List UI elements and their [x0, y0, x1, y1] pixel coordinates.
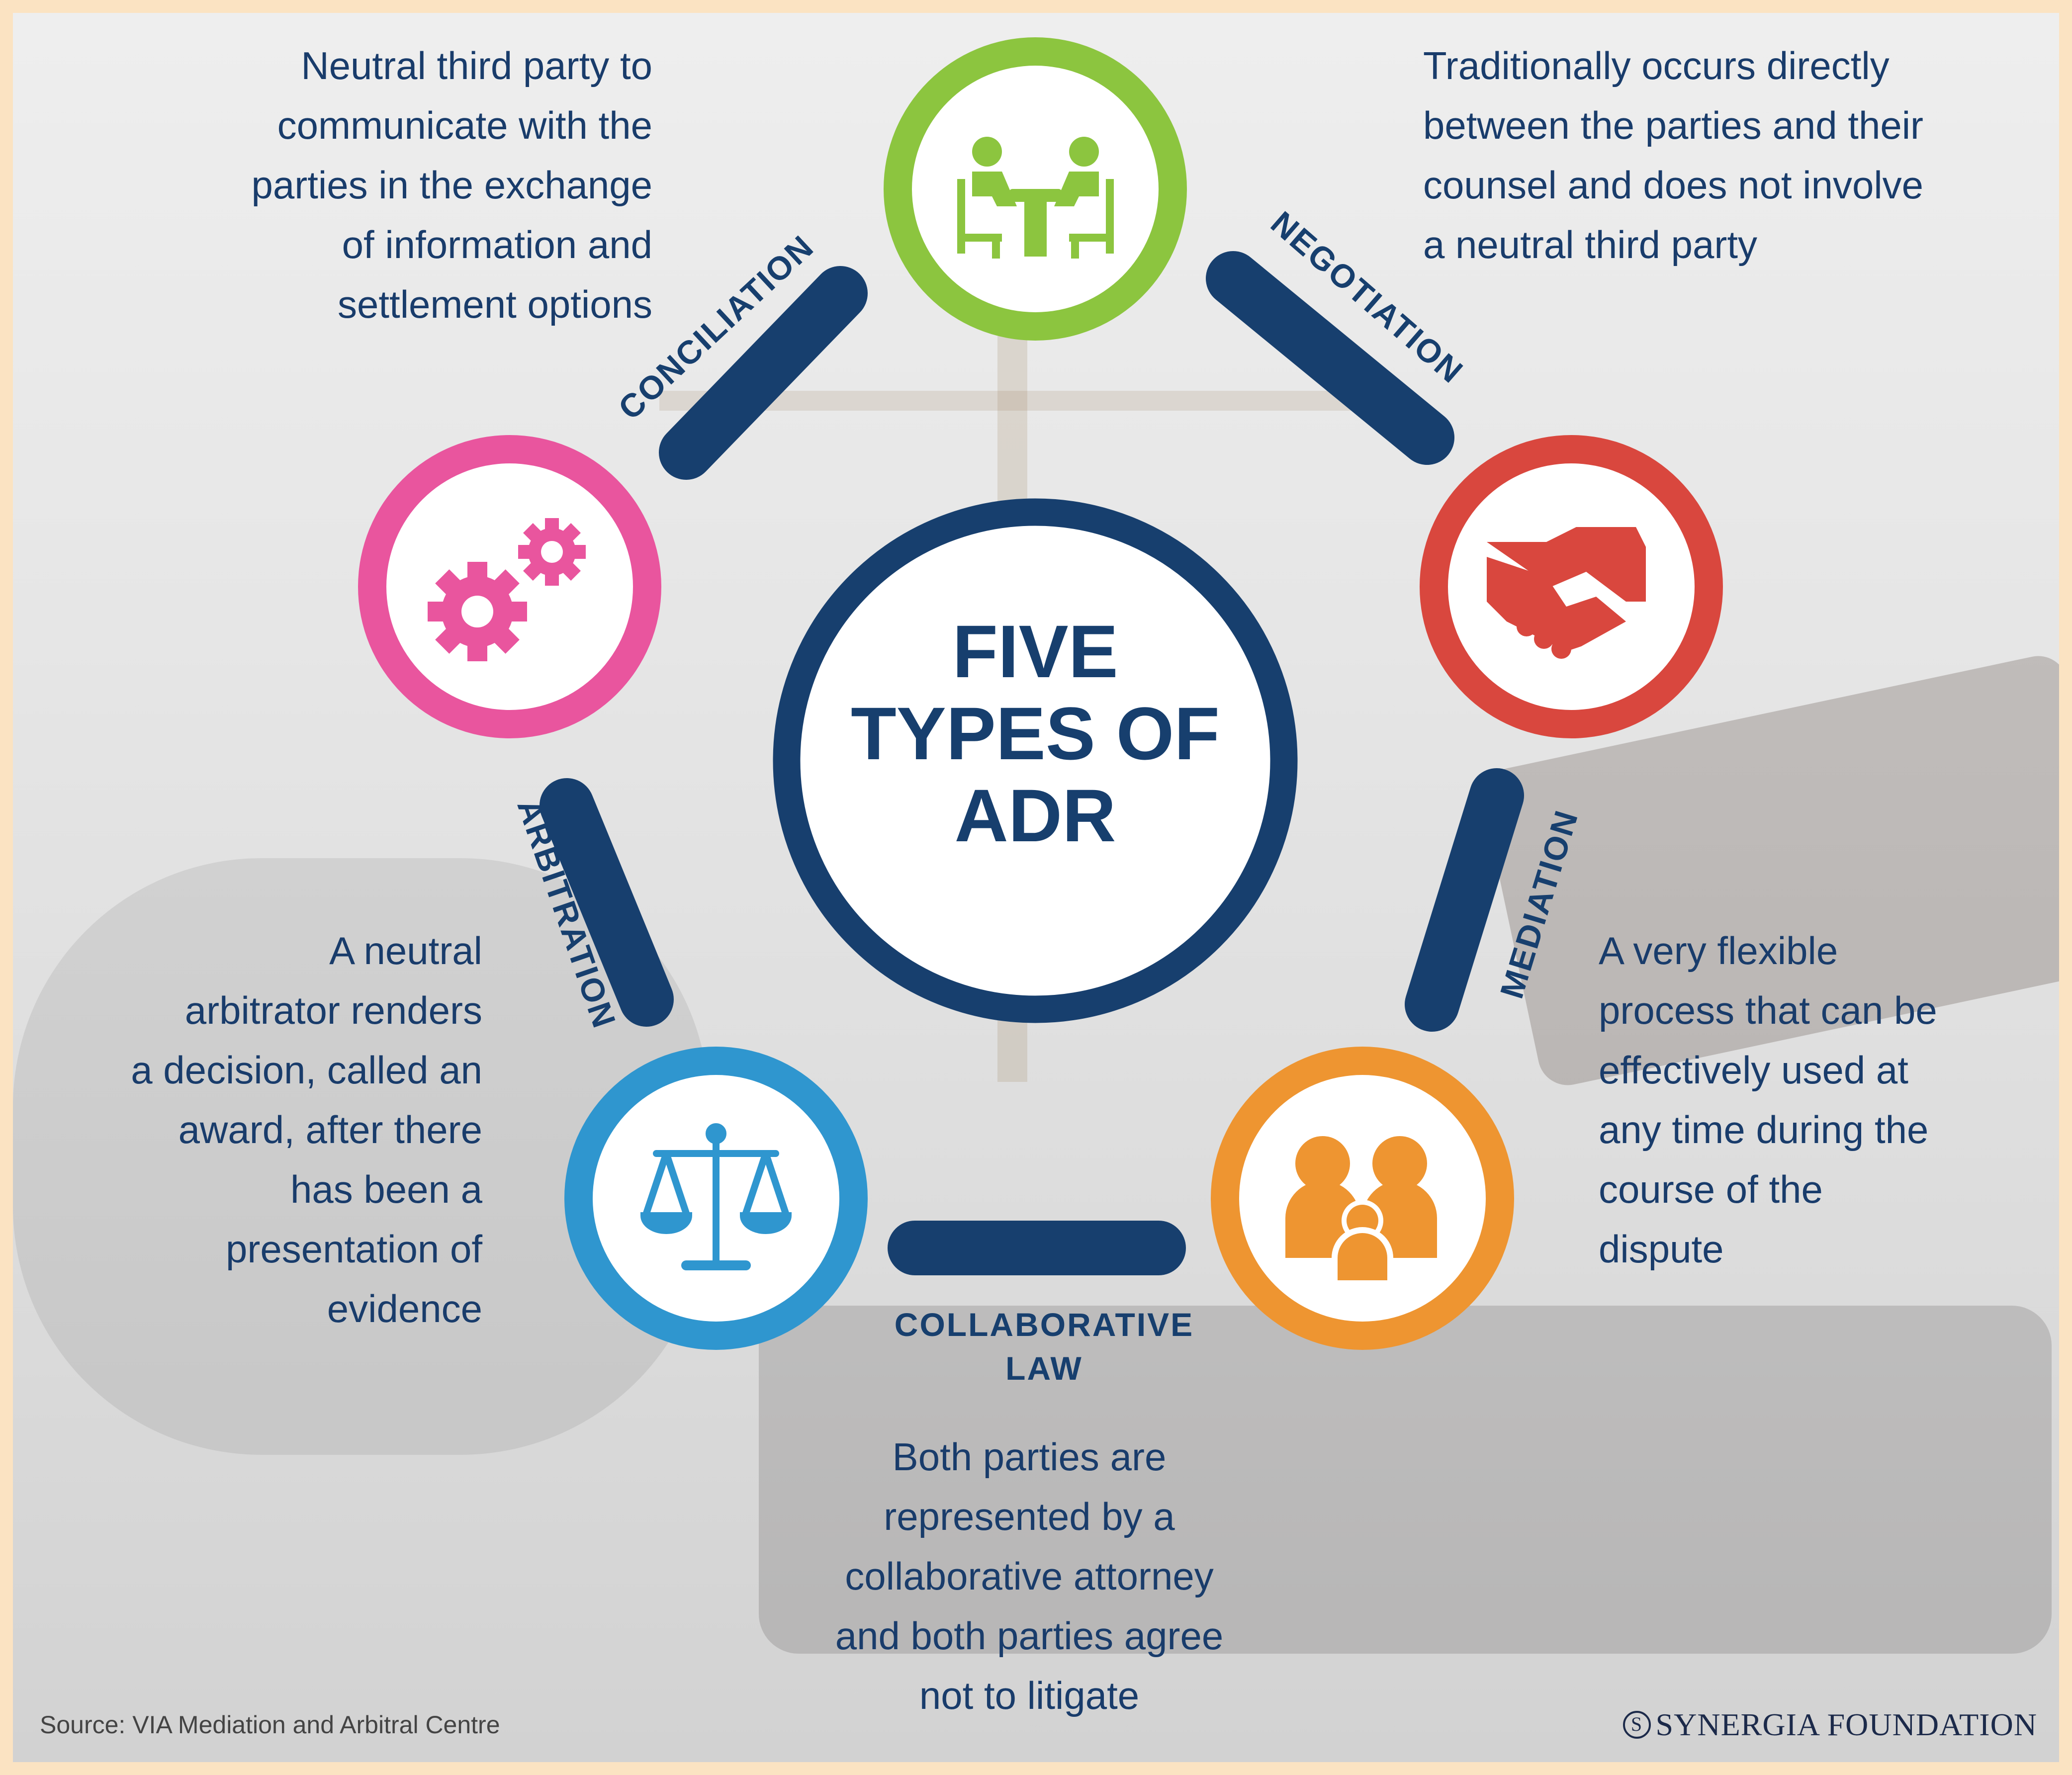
description-line: Neutral third party to — [301, 44, 652, 88]
description-line: course of the — [1599, 1167, 1823, 1211]
description-line: dispute — [1599, 1227, 1724, 1271]
title-line-2: TYPES OF — [851, 692, 1220, 775]
brand-logo: S SYNERGIA FOUNDATION — [1622, 1706, 2037, 1743]
brand-name: SYNERGIA FOUNDATION — [1655, 1707, 2037, 1742]
family-group-icon — [1285, 1136, 1437, 1283]
meeting-table-icon — [957, 137, 1114, 259]
source-note: Source: VIA Mediation and Arbitral Centr… — [40, 1711, 500, 1739]
description-line: Both parties are — [892, 1435, 1167, 1479]
center-title: FIVE TYPES OF ADR — [787, 611, 1284, 857]
label-collaborative-law-line-1: COLLABORATIVE — [894, 1306, 1194, 1343]
brand-mark-icon: S — [1622, 1711, 1651, 1739]
node-negotiation — [884, 37, 1187, 341]
description-mediation: A very flexible process that can be effe… — [1599, 921, 1937, 1279]
description-line: settlement options — [337, 282, 652, 326]
handshake-icon — [1487, 527, 1646, 659]
description-line: a neutral third party — [1423, 223, 1758, 266]
title-line-1: FIVE — [952, 610, 1118, 693]
description-collaborative-law: Both parties are represented by a collab… — [766, 1427, 1293, 1725]
label-collaborative-law: COLLABORATIVE LAW — [845, 1303, 1243, 1390]
node-arbitration — [564, 1047, 868, 1350]
description-line: of information and — [342, 223, 652, 266]
description-line: A neutral — [329, 929, 482, 973]
scales-of-justice-icon — [640, 1123, 792, 1270]
node-conciliation — [358, 435, 661, 738]
description-line: between the parties and their — [1423, 103, 1924, 147]
description-negotiation: Traditionally occurs directly between th… — [1423, 36, 1923, 274]
description-line: represented by a — [884, 1495, 1175, 1538]
connector-arbitration-conciliation — [540, 778, 674, 1027]
description-line: evidence — [327, 1287, 482, 1331]
description-line: any time during the — [1599, 1108, 1929, 1152]
description-line: not to litigate — [919, 1674, 1140, 1717]
description-line: process that can be — [1599, 988, 1937, 1032]
description-conciliation: Neutral third party to communicate with … — [119, 36, 652, 334]
connector-negotiation-mediation — [1206, 251, 1454, 465]
description-line: counsel and does not involve — [1423, 163, 1924, 207]
description-arbitration: A neutral arbitrator renders a decision,… — [30, 921, 482, 1338]
label-collaborative-law-line-2: LAW — [1005, 1350, 1083, 1387]
node-collaborative-law — [1211, 1047, 1514, 1350]
description-line: communicate with the — [277, 103, 652, 147]
gears-icon — [428, 518, 586, 661]
description-line: and both parties agree — [835, 1614, 1224, 1658]
description-line: a decision, called an — [131, 1048, 482, 1092]
description-line: Traditionally occurs directly — [1423, 44, 1890, 88]
description-line: presentation of — [225, 1227, 482, 1271]
title-line-3: ADR — [954, 774, 1116, 857]
description-line: arbitrator renders — [184, 988, 482, 1032]
cycle-connectors — [540, 251, 1524, 1275]
description-line: A very flexible — [1599, 929, 1838, 973]
description-line: has been a — [290, 1167, 482, 1211]
description-line: collaborative attorney — [845, 1554, 1214, 1598]
connector-conciliation-negotiation-left — [659, 266, 868, 480]
description-line: parties in the exchange — [251, 163, 652, 207]
description-line: award, after there — [178, 1108, 482, 1152]
center-circle — [773, 498, 1298, 1023]
description-line: effectively used at — [1599, 1048, 1908, 1092]
connector-mediation-collab — [1405, 768, 1524, 1032]
node-mediation — [1420, 435, 1723, 738]
